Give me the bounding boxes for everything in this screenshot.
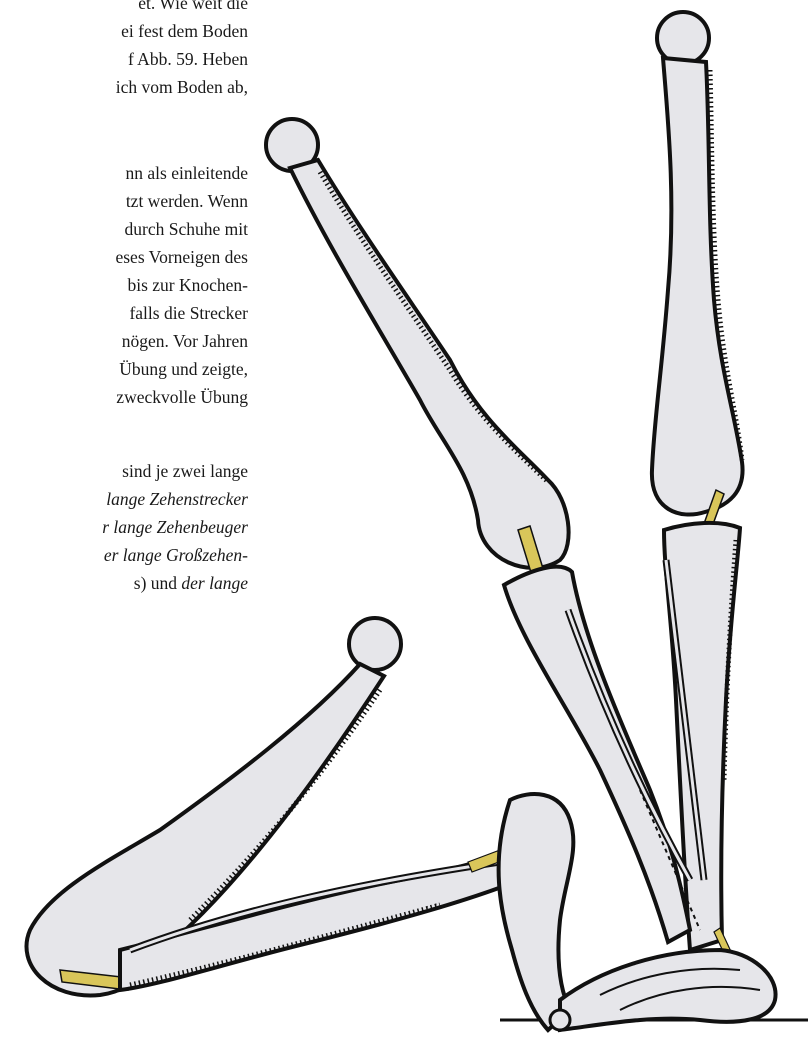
- femur-shaft: [290, 160, 569, 568]
- femur-head: [349, 618, 401, 670]
- diagonal-leg: [266, 119, 700, 942]
- toe-joint: [550, 1010, 570, 1030]
- horizontal-leg: [26, 618, 520, 995]
- metatarsals: [560, 950, 776, 1030]
- femur-shaft: [652, 58, 743, 515]
- vertical-leg: [652, 12, 743, 962]
- ankle-bones: [499, 794, 574, 1030]
